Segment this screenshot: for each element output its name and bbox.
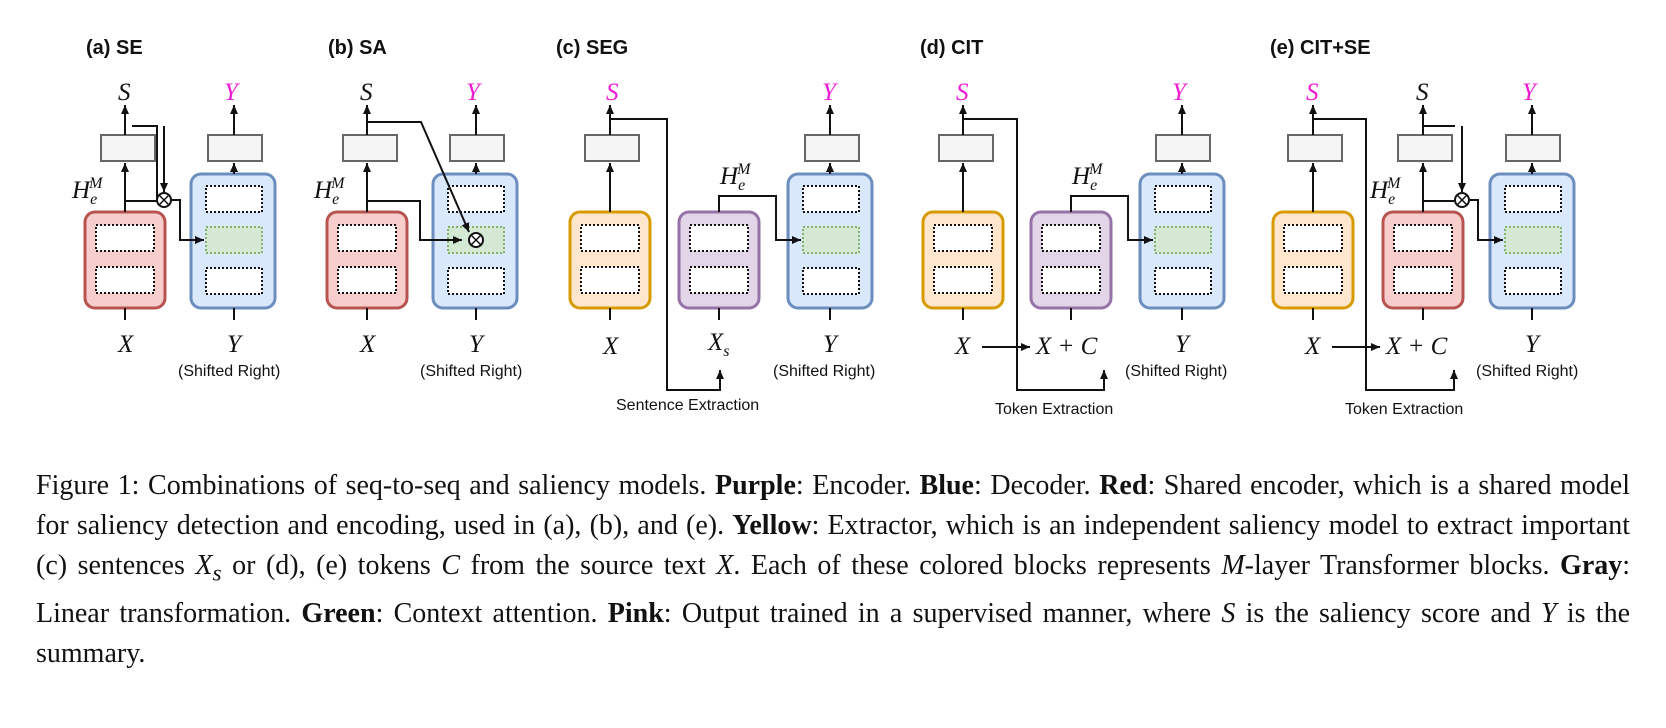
panel-e-linear-box-y	[1505, 134, 1561, 162]
panel-d-y-label: Y	[1172, 79, 1189, 106]
panel-e-title: (e) CIT+SE	[1270, 37, 1371, 59]
panel-d: (d) CIT S Y HeM X X + C Y (Shifted Right…	[920, 37, 1227, 418]
panel-c: (c) SEG S Y HeM X Xs Y (Shifted Right) S…	[556, 37, 875, 414]
panel-c-shifted-right: (Shifted Right)	[773, 363, 875, 380]
panel-a-linear-box-y	[207, 134, 263, 162]
panel-e: (e) CIT+SE S S Y HeM X X +	[1270, 37, 1578, 418]
panel-d-shifted-right: (Shifted Right)	[1125, 363, 1227, 380]
panel-b-x-label: X	[359, 331, 377, 358]
panel-a-title: (a) SE	[86, 37, 143, 59]
panel-d-linear-box-y	[1155, 134, 1211, 162]
panel-e-h-label: HeM	[1369, 175, 1402, 208]
panel-e-linear-box-shared	[1397, 134, 1453, 162]
figure-caption: Figure 1: Combinations of seq-to-seq and…	[36, 470, 1631, 669]
panel-b-linear-box-y	[449, 134, 505, 162]
panel-e-x-label: X	[1304, 333, 1322, 360]
panel-b-title: (b) SA	[328, 37, 387, 59]
panel-b-s-label: S	[360, 79, 373, 106]
panel-c-title: (c) SEG	[556, 37, 628, 59]
panel-d-context-attention	[1154, 226, 1212, 254]
panel-c-xs-label: Xs	[707, 329, 730, 360]
panel-e-y-label: Y	[1522, 79, 1539, 106]
panel-a-linear-box-s	[100, 134, 156, 162]
panel-a-x-label: X	[117, 331, 135, 358]
panel-d-y-input-label: Y	[1175, 331, 1192, 358]
panel-d-title: (d) CIT	[920, 37, 983, 59]
panel-e-shifted-right: (Shifted Right)	[1476, 363, 1578, 380]
panel-d-x-label: X	[954, 333, 972, 360]
panel-b-h-label: HeM	[313, 175, 346, 208]
panel-e-y-input-label: Y	[1525, 331, 1542, 358]
panel-b-linear-box-s	[342, 134, 398, 162]
panel-b-shifted-right: (Shifted Right)	[420, 363, 522, 380]
panel-e-token-extraction: Token Extraction	[1345, 401, 1463, 418]
panel-e-s-label-shared: S	[1416, 79, 1429, 106]
panel-c-h-label: HeM	[719, 161, 752, 194]
panel-c-s-label: S	[606, 79, 619, 106]
panel-a-y-label: Y	[224, 79, 241, 106]
panel-a-shifted-right: (Shifted Right)	[178, 363, 280, 380]
panel-c-sentence-extraction: Sentence Extraction	[616, 397, 759, 414]
panel-c-context-attention	[802, 226, 860, 254]
panel-b-y-label: Y	[466, 79, 483, 106]
panel-a-h-label: HeM	[71, 175, 104, 208]
panel-c-linear-box-y	[804, 134, 860, 162]
panel-c-x-label: X	[602, 333, 620, 360]
panel-d-s-label: S	[956, 79, 969, 106]
panel-a-context-attention	[205, 226, 263, 254]
architecture-figure: (a) SE S Y HeM X Y (Shifted Right)	[71, 37, 1578, 418]
panel-d-xc-label: X + C	[1035, 333, 1098, 360]
panel-d-linear-box-s	[938, 134, 994, 162]
panel-c-y-input-label: Y	[823, 331, 840, 358]
panel-c-linear-box-s	[584, 134, 640, 162]
panel-c-y-label: Y	[822, 79, 839, 106]
panel-b: (b) SA S Y HeM X Y (Shifted Right)	[313, 37, 522, 380]
panel-a-y-input-label: Y	[227, 331, 244, 358]
panel-b-y-input-label: Y	[469, 331, 486, 358]
panel-a: (a) SE S Y HeM X Y (Shifted Right)	[71, 37, 280, 380]
panel-a-s-label: S	[118, 79, 131, 106]
panel-e-s-label-extractor: S	[1306, 79, 1319, 106]
panel-e-context-attention	[1504, 226, 1562, 254]
panel-e-linear-box-extractor	[1287, 134, 1343, 162]
panel-d-token-extraction: Token Extraction	[995, 401, 1113, 418]
panel-e-xc-label: X + C	[1385, 333, 1448, 360]
panel-d-h-label: HeM	[1071, 161, 1104, 194]
